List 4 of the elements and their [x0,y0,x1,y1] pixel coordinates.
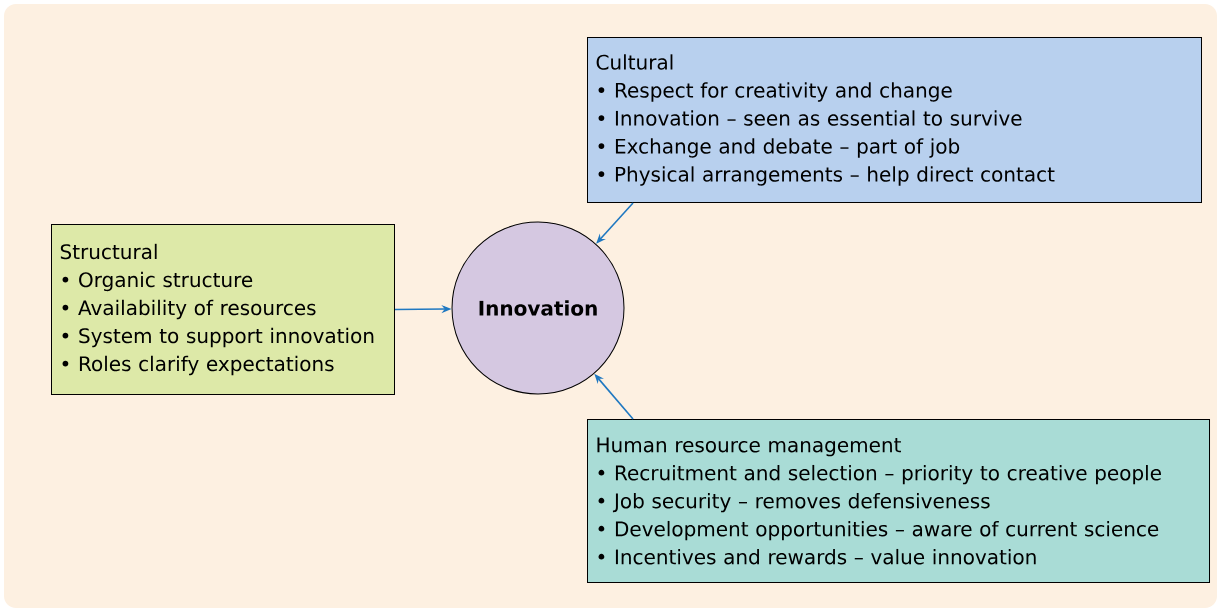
side-box: Structural • Organic structure • Availability of resources • System to support innovation • Roles clarify expectations [51,224,395,395]
factor-box: Cultural • Respect for creativity and change • Innovation – seen as essential to survive • Exchange and debate – part of job • Physical arrangements – help direct contact [587,37,1202,203]
factor-box: Human resource management • Recruitment and selection – priority to creative people • Job security – removes defensiveness • Development opportunities – aware of current science • Incentives and rewards – value innovation [587,419,1210,583]
arrow [596,202,634,244]
